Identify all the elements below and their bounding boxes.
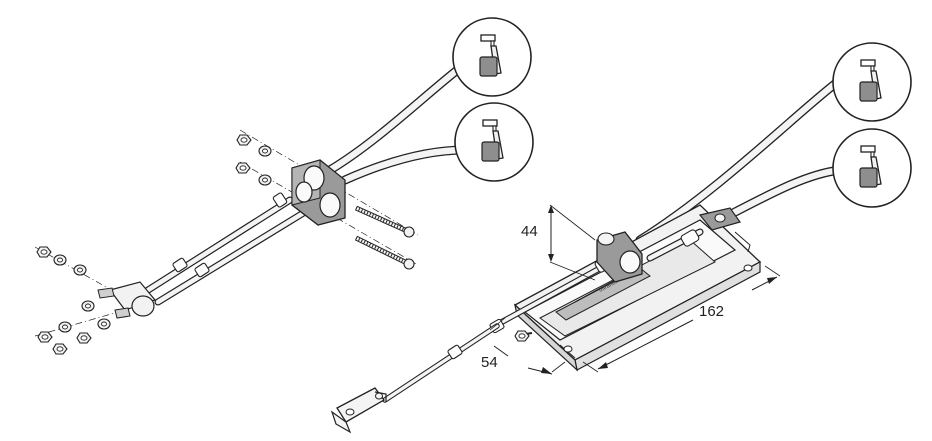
left-lower-cable: [340, 145, 470, 185]
washer-icon: [258, 145, 272, 157]
control-lever-icon: [832, 128, 912, 208]
washer-icon: [53, 254, 67, 266]
dimension-height: 44: [521, 204, 596, 281]
hex-nut-icon: [235, 162, 251, 174]
washer-icon: [258, 174, 272, 186]
control-lever-icon: [832, 42, 912, 122]
width-dimension-label: 54: [481, 354, 498, 371]
washer-icon: [97, 318, 111, 330]
control-lever-icon: [452, 17, 532, 97]
dual-cable-clamp: [291, 159, 346, 226]
hex-nut-icon: [236, 134, 252, 146]
dimension-width: 54: [481, 317, 566, 375]
control-lever-icon: [454, 102, 534, 182]
washer-icon: [81, 300, 95, 312]
hex-nut-icon: [76, 332, 92, 344]
threaded-bolt-icon: [354, 235, 415, 270]
clevis-fork-icon: [330, 387, 387, 434]
actuator-clamp: [596, 207, 741, 283]
clamp-hardware: [235, 134, 272, 186]
left-inner-cables: [141, 192, 309, 306]
washer-icon: [73, 264, 87, 276]
hex-nut-icon: [36, 246, 52, 258]
height-dimension-label: 44: [521, 223, 538, 240]
washer-icon: [58, 321, 72, 333]
right-upper-cable: [635, 75, 845, 245]
center-line: [34, 311, 119, 337]
right-inner-cables: [489, 228, 704, 334]
length-dimension-label: 162: [699, 303, 724, 320]
output-cable: [382, 323, 533, 403]
actuator-body: ultraflex: [523, 219, 737, 341]
threaded-bolt-icon: [354, 205, 415, 238]
hex-nut-icon: [52, 343, 68, 355]
dimension-length: 162: [582, 265, 781, 373]
left-hardware: [36, 246, 111, 355]
cable-junction-block: [97, 281, 157, 319]
hex-nut-icon: [37, 331, 53, 343]
